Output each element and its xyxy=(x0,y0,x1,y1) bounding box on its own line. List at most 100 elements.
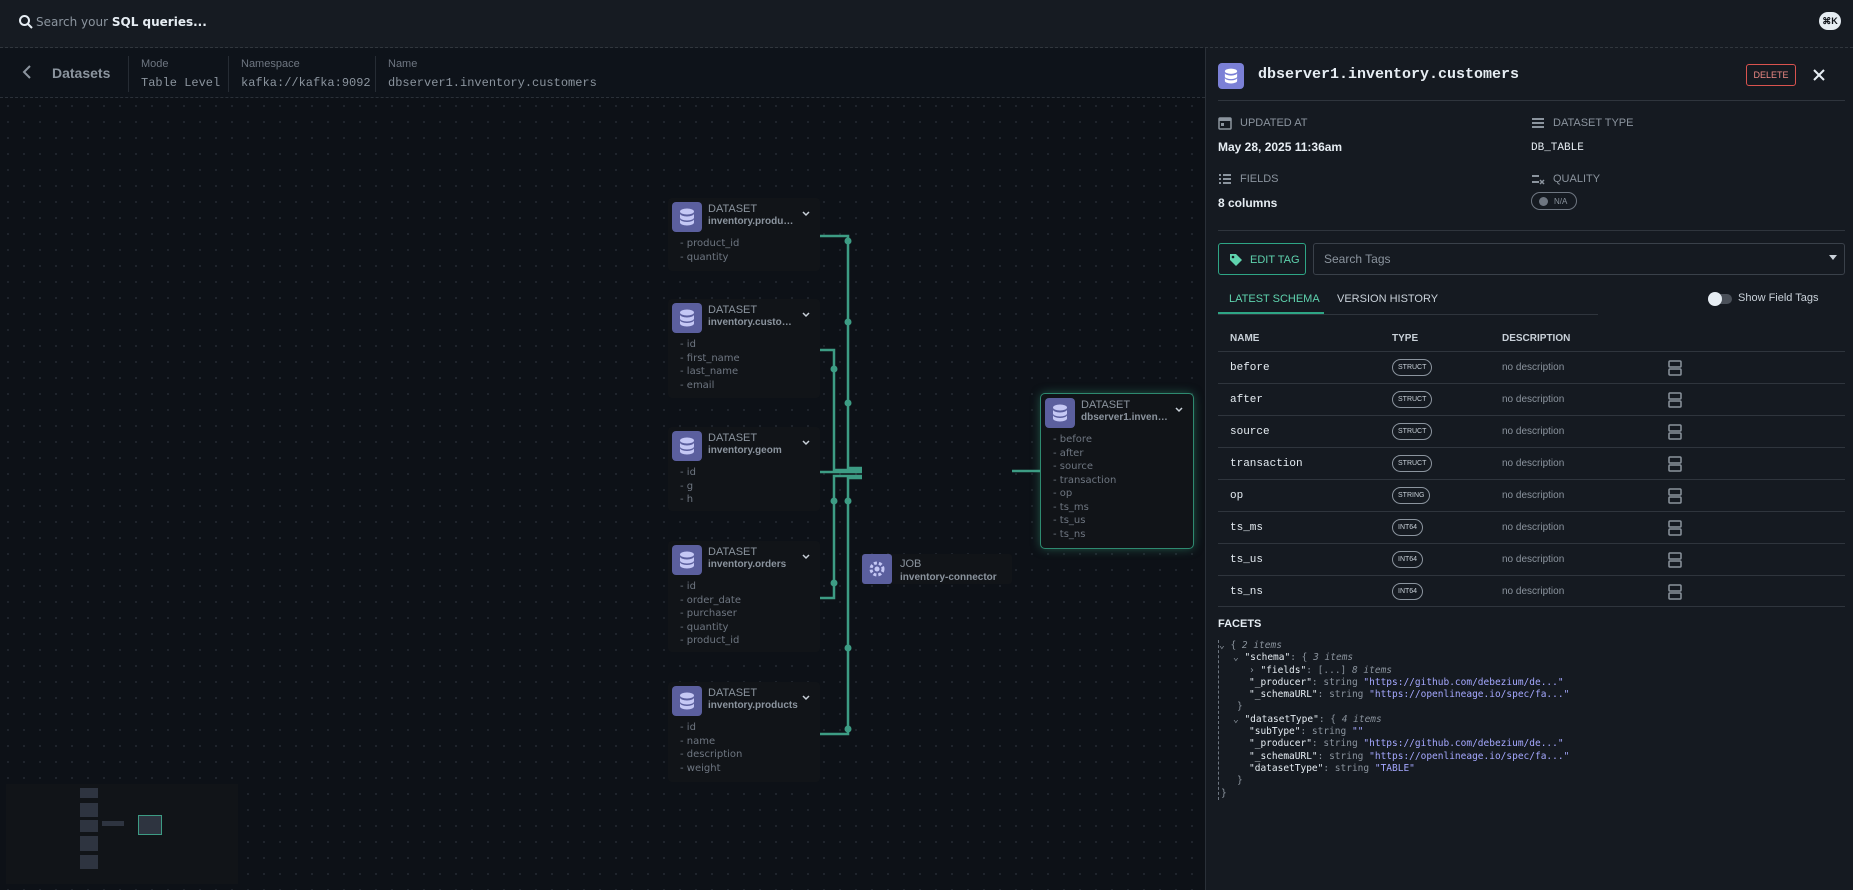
field-details-icon[interactable] xyxy=(1668,392,1682,408)
fields-label: FIELDS xyxy=(1240,173,1279,185)
type-badge: STRUCT xyxy=(1392,359,1433,376)
field-item: - ts_ms xyxy=(1053,501,1089,513)
field-details-icon[interactable] xyxy=(1668,488,1682,504)
chevron-down-icon[interactable] xyxy=(1173,404,1185,416)
json-line: } xyxy=(1237,775,1243,787)
json-string: "TABLE" xyxy=(1374,762,1415,774)
selected-dataset-node[interactable]: DATASET dbserver1.inventory.customers - … xyxy=(1041,394,1193,548)
mode-label: Mode xyxy=(141,58,169,70)
rule-icon xyxy=(1532,175,1545,185)
field-name: after xyxy=(1230,394,1264,406)
mode-value[interactable]: Table Level xyxy=(141,76,221,90)
json-line[interactable]: ⌄ { 2 items xyxy=(1219,640,1282,651)
node-name: inventory.products_on_hand xyxy=(708,216,798,227)
column-header-type: TYPE xyxy=(1392,333,1419,344)
search-icon[interactable] xyxy=(18,14,34,30)
edit-tag-label: EDIT TAG xyxy=(1250,254,1300,266)
show-field-tags-label: Show Field Tags xyxy=(1738,292,1819,304)
field-item: - id xyxy=(680,467,696,478)
node-kind: DATASET xyxy=(708,687,758,699)
divider xyxy=(1218,100,1845,101)
mode-column: Mode Table Level xyxy=(128,56,220,92)
minimap[interactable] xyxy=(6,784,238,884)
chevron-down-icon[interactable] xyxy=(800,551,812,563)
job-node[interactable]: JOB inventory-connector xyxy=(860,554,1012,584)
field-item: - name xyxy=(680,735,716,747)
field-item: - id xyxy=(680,722,696,733)
chevron-down-icon[interactable] xyxy=(800,692,812,704)
search-input[interactable]: Search your SQL queries... xyxy=(36,15,207,29)
field-item: - purchaser xyxy=(680,608,737,619)
namespace-label: Namespace xyxy=(241,58,300,70)
dataset-node[interactable]: DATASET inventory.products - id - name -… xyxy=(668,682,820,782)
field-details-icon[interactable] xyxy=(1668,520,1682,536)
node-name: dbserver1.inventory.customers xyxy=(1081,412,1171,423)
json-line: "subType": string "" xyxy=(1249,726,1364,738)
field-description: no description xyxy=(1502,554,1565,565)
field-details-icon[interactable] xyxy=(1668,424,1682,440)
chevron-down-icon[interactable] xyxy=(800,208,812,220)
edit-tag-button[interactable]: EDIT TAG xyxy=(1218,243,1306,275)
field-name: op xyxy=(1230,490,1244,502)
json-count: 4 items xyxy=(1341,713,1382,725)
field-name: before xyxy=(1230,362,1270,374)
database-icon xyxy=(672,545,702,575)
type-badge: INT64 xyxy=(1392,583,1424,600)
delete-button[interactable]: DELETE xyxy=(1746,64,1796,86)
field-item: - weight xyxy=(680,762,721,774)
json-line[interactable]: ⌄ "schema": { 3 items xyxy=(1233,652,1354,664)
field-details-icon[interactable] xyxy=(1668,552,1682,568)
field-name: ts_us xyxy=(1230,554,1264,566)
lineage-header: Datasets Mode Table Level Namespace kafk… xyxy=(0,48,1205,98)
json-count: 3 items xyxy=(1313,652,1354,664)
show-field-tags-toggle[interactable] xyxy=(1708,292,1732,306)
node-name: inventory.products xyxy=(708,700,798,711)
field-item: - order_date xyxy=(680,594,742,606)
search-prefix: Search your xyxy=(36,15,112,29)
json-line[interactable]: › "fields": [...] 8 items xyxy=(1249,664,1393,676)
chevron-down-icon[interactable] xyxy=(800,309,812,321)
type-badge: STRING xyxy=(1392,487,1431,504)
field-description: no description xyxy=(1502,362,1565,373)
json-line: } xyxy=(1237,701,1243,713)
field-details-icon[interactable] xyxy=(1668,360,1682,376)
database-icon xyxy=(1218,63,1244,89)
facets-json-viewer: ⌄ { 2 items ⌄ "schema": { 3 items › "fie… xyxy=(1218,640,1845,800)
edge-orders xyxy=(820,474,862,600)
database-icon xyxy=(672,202,702,232)
dropdown-caret-icon[interactable] xyxy=(1829,255,1837,260)
dataset-node[interactable]: DATASET inventory.products_on_hand - pro… xyxy=(668,198,820,271)
dataset-node[interactable]: DATASET inventory.orders - id - order_da… xyxy=(668,541,820,652)
name-label: Name xyxy=(388,58,418,70)
close-icon[interactable] xyxy=(1812,68,1826,82)
schema-row[interactable]: before STRUCT no description xyxy=(1218,351,1845,383)
chevron-down-icon[interactable] xyxy=(800,437,812,449)
search-tags-input[interactable] xyxy=(1313,243,1845,275)
lineage-canvas[interactable]: DATASET inventory.products_on_hand - pro… xyxy=(0,98,1205,890)
field-description: no description xyxy=(1502,522,1565,533)
json-line: "datasetType": string "TABLE" xyxy=(1249,762,1415,774)
json-line[interactable]: ⌄ "datasetType": { 4 items xyxy=(1233,713,1382,725)
field-details-icon[interactable] xyxy=(1668,456,1682,472)
fields-value: 8 columns xyxy=(1218,196,1278,210)
back-chevron-icon[interactable] xyxy=(20,64,36,80)
field-item: - op xyxy=(1053,488,1073,499)
field-details-icon[interactable] xyxy=(1668,584,1682,600)
dataset-node[interactable]: DATASET inventory.customers - id - first… xyxy=(668,299,820,398)
node-name: inventory.geom xyxy=(708,445,782,456)
tab-version-history[interactable]: VERSION HISTORY xyxy=(1337,293,1439,305)
tab-latest-schema[interactable]: LATEST SCHEMA xyxy=(1229,293,1320,305)
field-name: transaction xyxy=(1230,458,1303,470)
field-item: - id xyxy=(680,581,696,592)
column-header-description: DESCRIPTION xyxy=(1502,333,1571,344)
type-badge: STRUCT xyxy=(1392,391,1433,408)
dataset-node[interactable]: DATASET inventory.geom - id - g - h xyxy=(668,427,820,511)
namespace-value: kafka://kafka:9092 xyxy=(241,76,371,90)
